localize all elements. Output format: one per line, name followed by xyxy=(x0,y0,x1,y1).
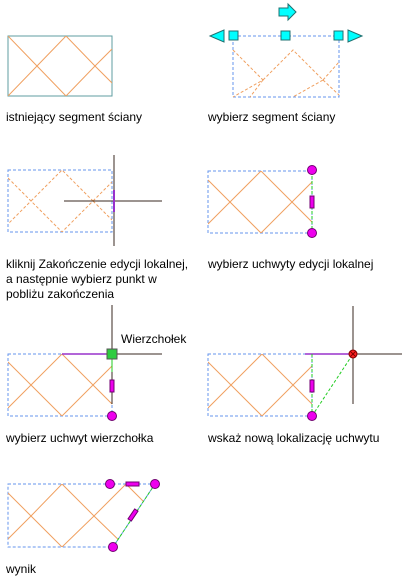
wall-hatch xyxy=(8,484,155,547)
wall-hatch-selected xyxy=(232,49,340,98)
vertex-label: Wierzchołek xyxy=(121,332,187,346)
edge-grip-icon[interactable] xyxy=(125,481,140,487)
circle-grip-icon[interactable] xyxy=(307,411,317,421)
wall-outline-selected xyxy=(7,353,113,417)
circle-grip-icon[interactable] xyxy=(307,165,317,175)
caption-local-edit-grips: wybierz uchwyty edycji lokalnej xyxy=(208,257,374,271)
caption-pick-point-line1: kliknij Zakończenie edycji lokalnej, xyxy=(6,257,189,271)
circle-grip-icon[interactable] xyxy=(105,479,115,489)
panel-vertex-grip: Wierzchołek xyxy=(7,305,187,421)
crosshair-cursor-icon xyxy=(64,155,162,246)
panel-result xyxy=(7,479,160,552)
caption-existing-wall: istniejący segment ściany xyxy=(6,110,143,124)
square-grip-icon[interactable] xyxy=(333,30,344,41)
circle-grip-icon[interactable] xyxy=(150,479,160,489)
panel-local-edit-grips xyxy=(207,165,317,238)
caption-pick-point-line2: a następnie wybierz punkt w xyxy=(6,272,157,286)
arrow-grip-icon[interactable] xyxy=(208,29,225,43)
caption-vertex-grip: wybierz uchwyt wierzchołka xyxy=(6,431,154,445)
wall-outline-selected xyxy=(207,170,313,234)
wall-outline xyxy=(7,35,113,97)
panel-select-wall xyxy=(208,2,364,98)
wall-hatch xyxy=(8,354,112,416)
circle-grip-icon[interactable] xyxy=(107,411,117,421)
panel-pick-point xyxy=(7,155,162,246)
square-grip-icon[interactable] xyxy=(280,30,291,41)
square-grip-icon[interactable] xyxy=(228,30,239,41)
edge-grip-icon[interactable] xyxy=(309,379,315,393)
wall-hatch xyxy=(208,171,312,233)
circle-grip-icon[interactable] xyxy=(108,542,118,552)
caption-new-location: wskaż nową lokalizację uchwytu xyxy=(208,431,380,445)
caption-pick-point-line3: pobliżu zakończenia xyxy=(6,287,115,301)
arrow-grip-icon[interactable] xyxy=(278,2,297,22)
edge-grip-icon[interactable] xyxy=(109,379,115,393)
arrow-grip-icon[interactable] xyxy=(347,29,364,43)
wall-outline-selected xyxy=(207,353,313,417)
circle-grip-icon[interactable] xyxy=(307,228,317,238)
edge-grip-icon[interactable] xyxy=(127,508,139,522)
caption-result: wynik xyxy=(6,562,37,576)
vertex-grip-icon[interactable] xyxy=(106,348,118,360)
panel-new-location xyxy=(207,306,402,421)
wall-hatch xyxy=(208,354,312,416)
wall-hatch xyxy=(8,36,112,96)
panel-existing-wall xyxy=(7,35,113,97)
caption-select-wall: wybierz segment ściany xyxy=(208,110,336,124)
rubber-band-line xyxy=(311,353,354,417)
edge-grip-icon[interactable] xyxy=(309,195,315,209)
